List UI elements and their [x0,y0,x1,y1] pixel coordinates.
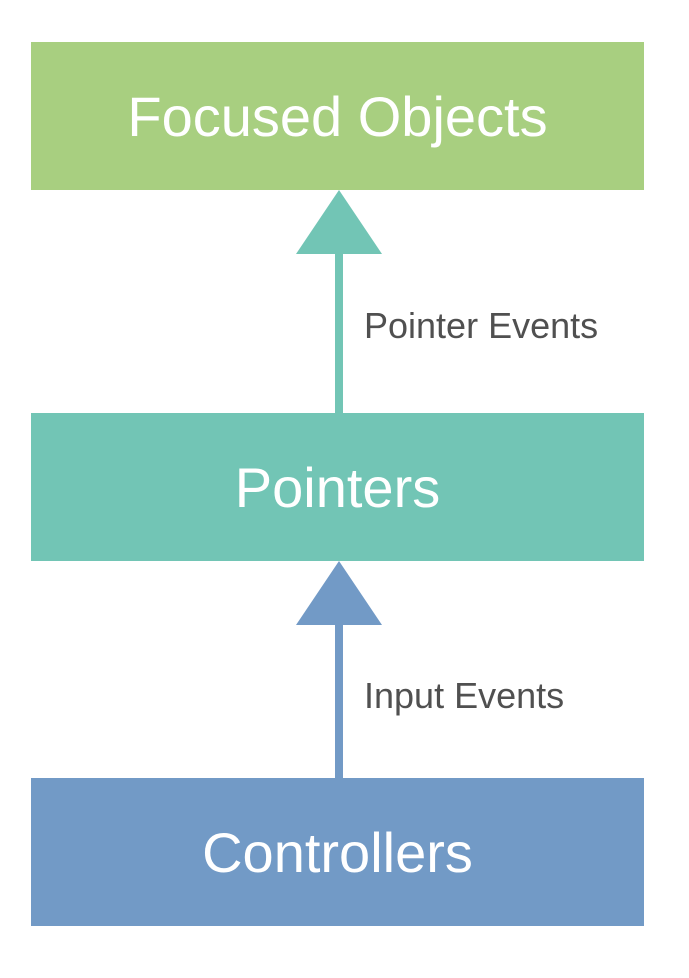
controllers-label: Controllers [202,820,473,884]
input-events-arrow [296,561,382,778]
input-events-arrowhead [296,561,382,625]
controllers-node: Controllers [31,778,644,926]
pointers-label: Pointers [234,455,441,519]
pointer-events-arrowhead [296,190,382,254]
focused-objects-label: Focused Objects [127,84,548,148]
input-events-arrow-shaft [335,621,343,778]
pointer-events-arrow-shaft [335,250,343,413]
input-events-label: Input Events [364,675,565,716]
pointers-node: Pointers [31,413,644,561]
pointer-events-arrow [296,190,382,413]
pointer-events-label: Pointer Events [364,305,599,346]
focused-objects-node: Focused Objects [31,42,644,190]
